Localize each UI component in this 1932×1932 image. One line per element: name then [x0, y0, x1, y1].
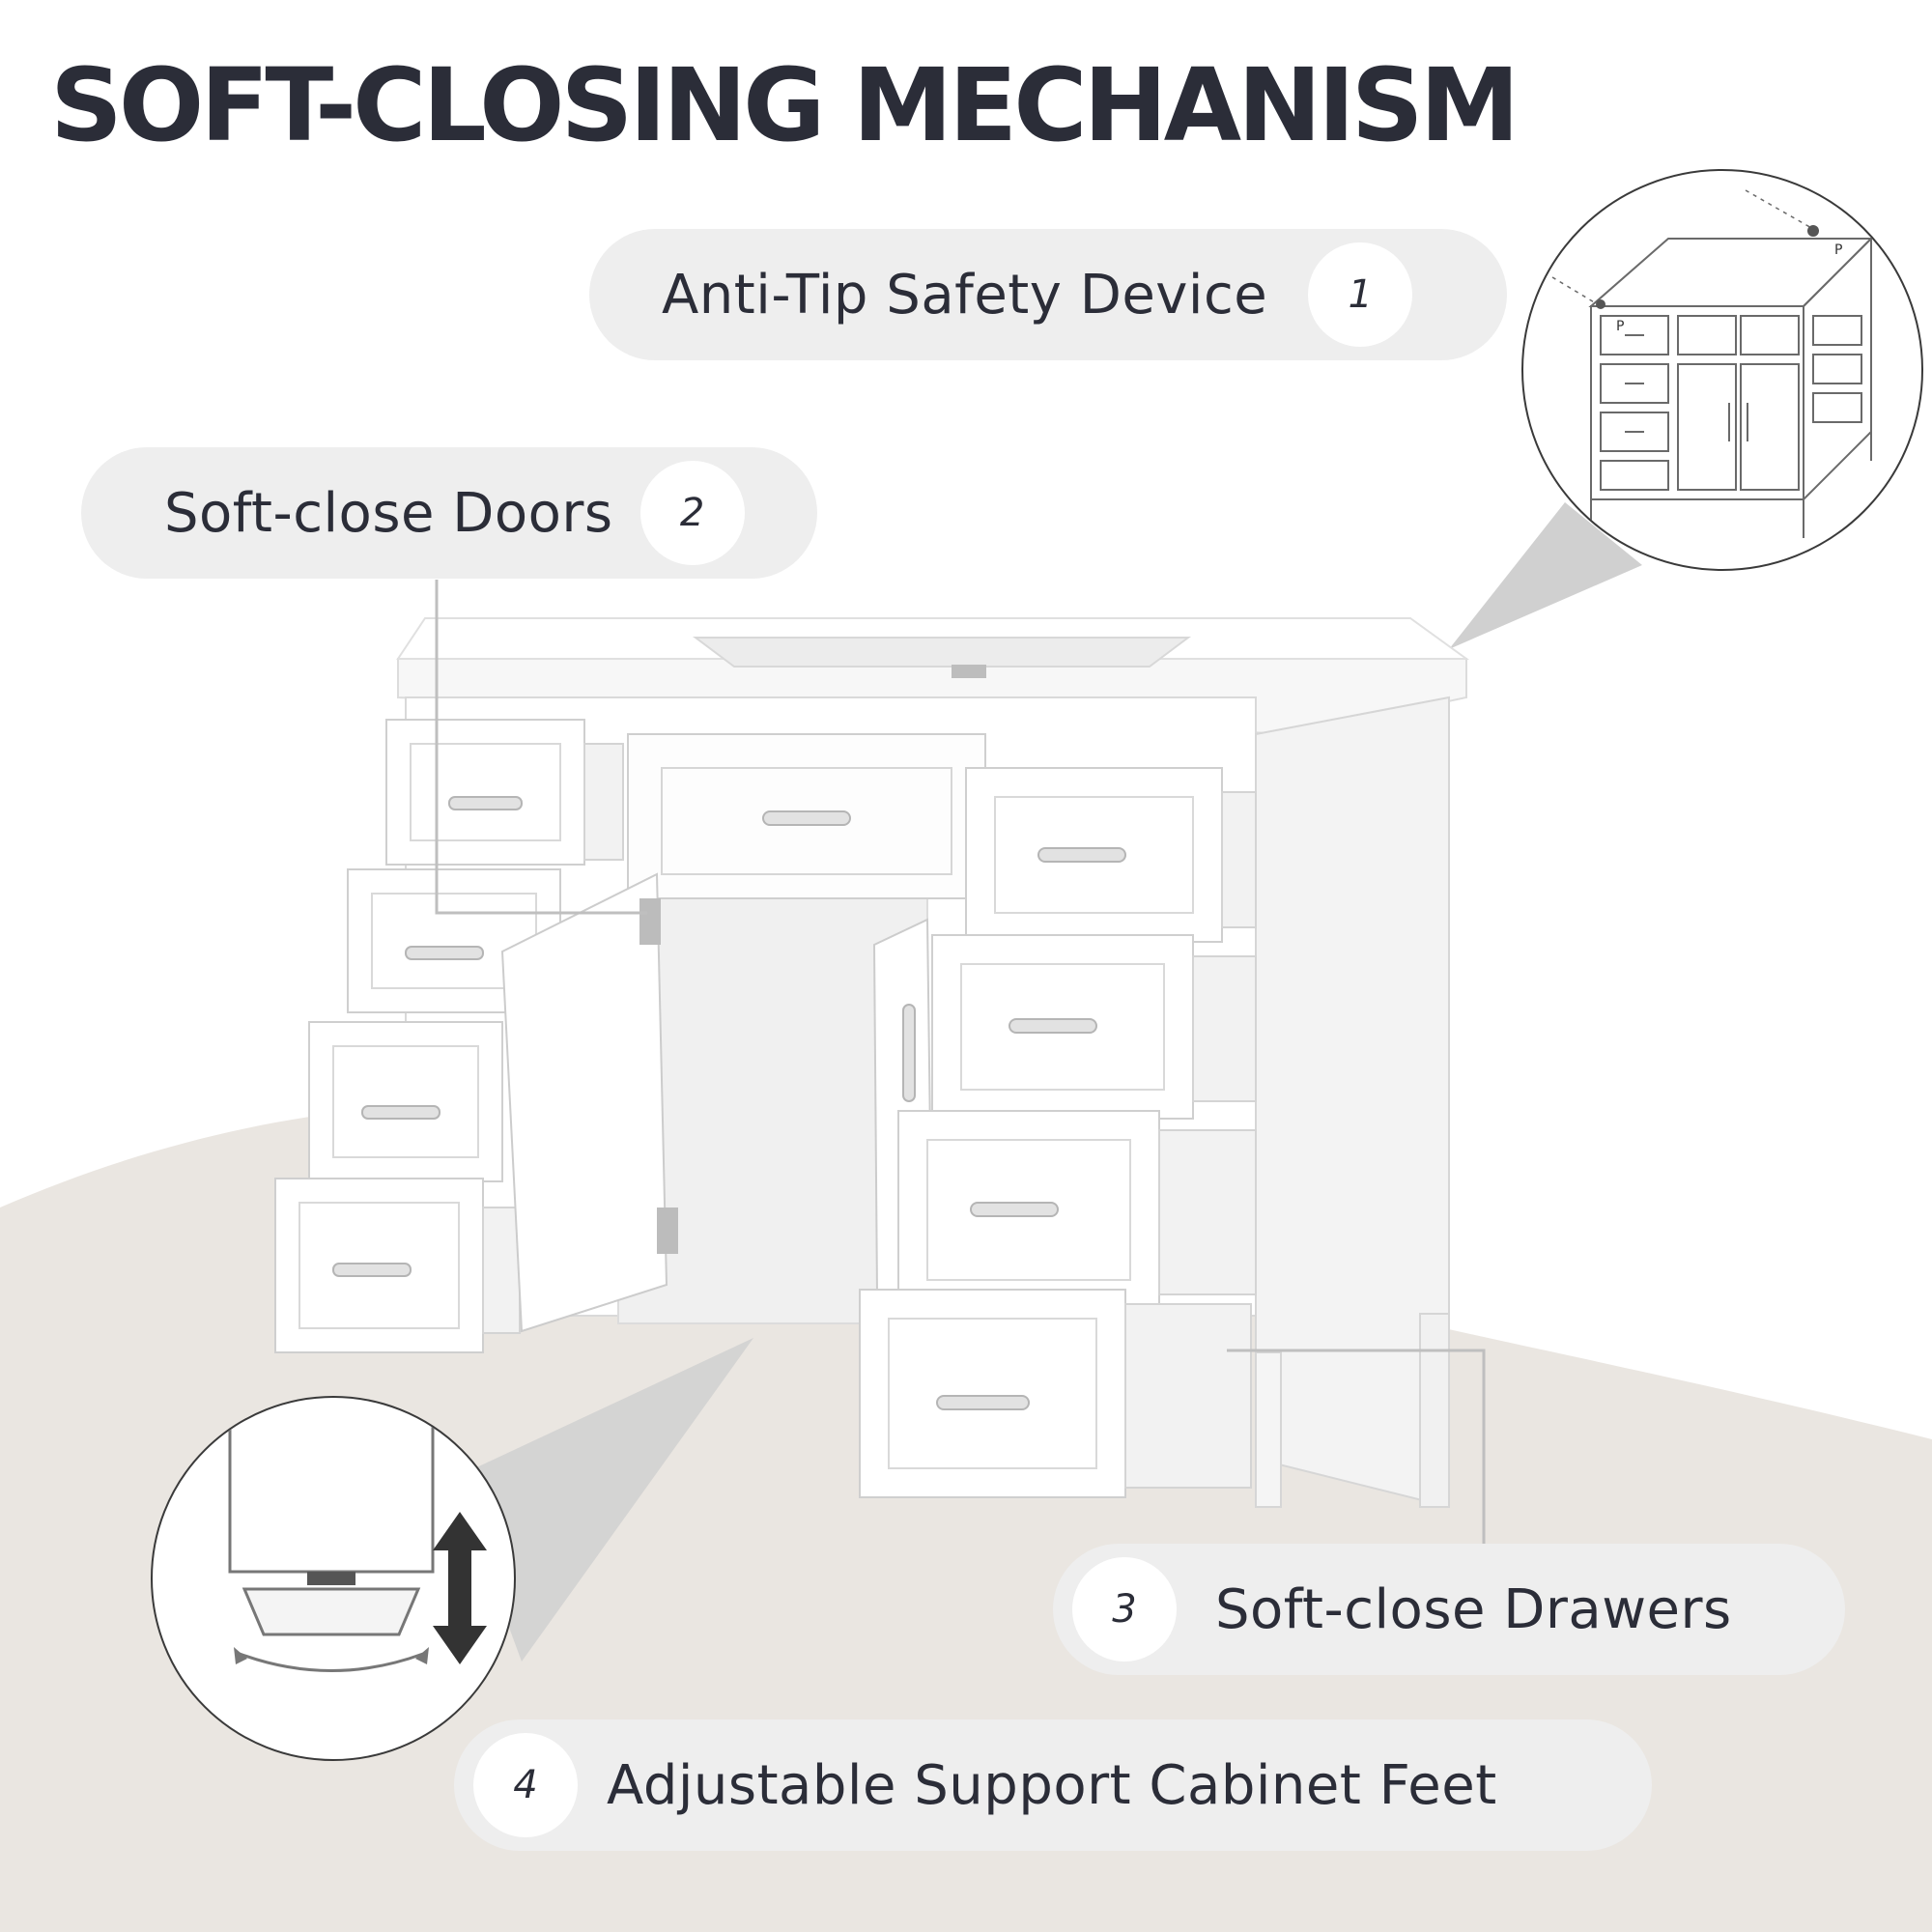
feature-label: Soft-close Drawers — [1215, 1577, 1732, 1641]
feature-anti-tip-device: Anti-Tip Safety Device 1 — [589, 229, 1507, 360]
left-drawers — [274, 719, 624, 1353]
height-adjust-arrow-icon — [433, 1512, 487, 1664]
foot-detail-drawing — [228, 1398, 487, 1672]
feature-label: Adjustable Support Cabinet Feet — [607, 1753, 1497, 1817]
anchor-mark-left: P — [1616, 319, 1624, 334]
feature-adjustable-feet: 4 Adjustable Support Cabinet Feet — [454, 1719, 1652, 1851]
drawer-handle — [762, 810, 851, 826]
left-door — [500, 872, 668, 1333]
anchor-mark-right: P — [1834, 242, 1842, 258]
feature-soft-close-drawers: 3 Soft-close Drawers — [1053, 1544, 1845, 1675]
page-title: SOFT-CLOSING MECHANISM — [50, 46, 1520, 164]
sink-drain — [952, 665, 986, 678]
feature-number-badge: 4 — [473, 1733, 578, 1837]
adjustable-foot-inset — [151, 1396, 516, 1761]
drawers-leader-line — [1227, 1349, 1486, 1546]
foot-callout-pointer — [454, 1338, 753, 1662]
feature-number-badge: 3 — [1072, 1557, 1177, 1662]
feature-number-badge: 2 — [639, 461, 745, 565]
right-drawers — [859, 767, 1257, 1498]
anti-tip-diagram-inset: P P — [1521, 169, 1923, 571]
cabinet-line-drawing: P P — [1551, 189, 1874, 538]
feature-label: Anti-Tip Safety Device — [662, 263, 1268, 327]
cabinet-leg-mid — [1255, 1351, 1282, 1508]
top-callout-pointer — [1449, 502, 1642, 649]
doors-leader-line — [435, 580, 647, 915]
sink-basin — [693, 637, 1191, 668]
feature-soft-close-doors: Soft-close Doors 2 — [81, 447, 817, 579]
door-hinge-bottom — [657, 1208, 678, 1254]
cabinet-leg-right — [1419, 1313, 1450, 1508]
feature-number-badge: 1 — [1308, 242, 1413, 347]
feature-label: Soft-close Doors — [164, 481, 613, 545]
door-hinge-top — [639, 898, 661, 945]
